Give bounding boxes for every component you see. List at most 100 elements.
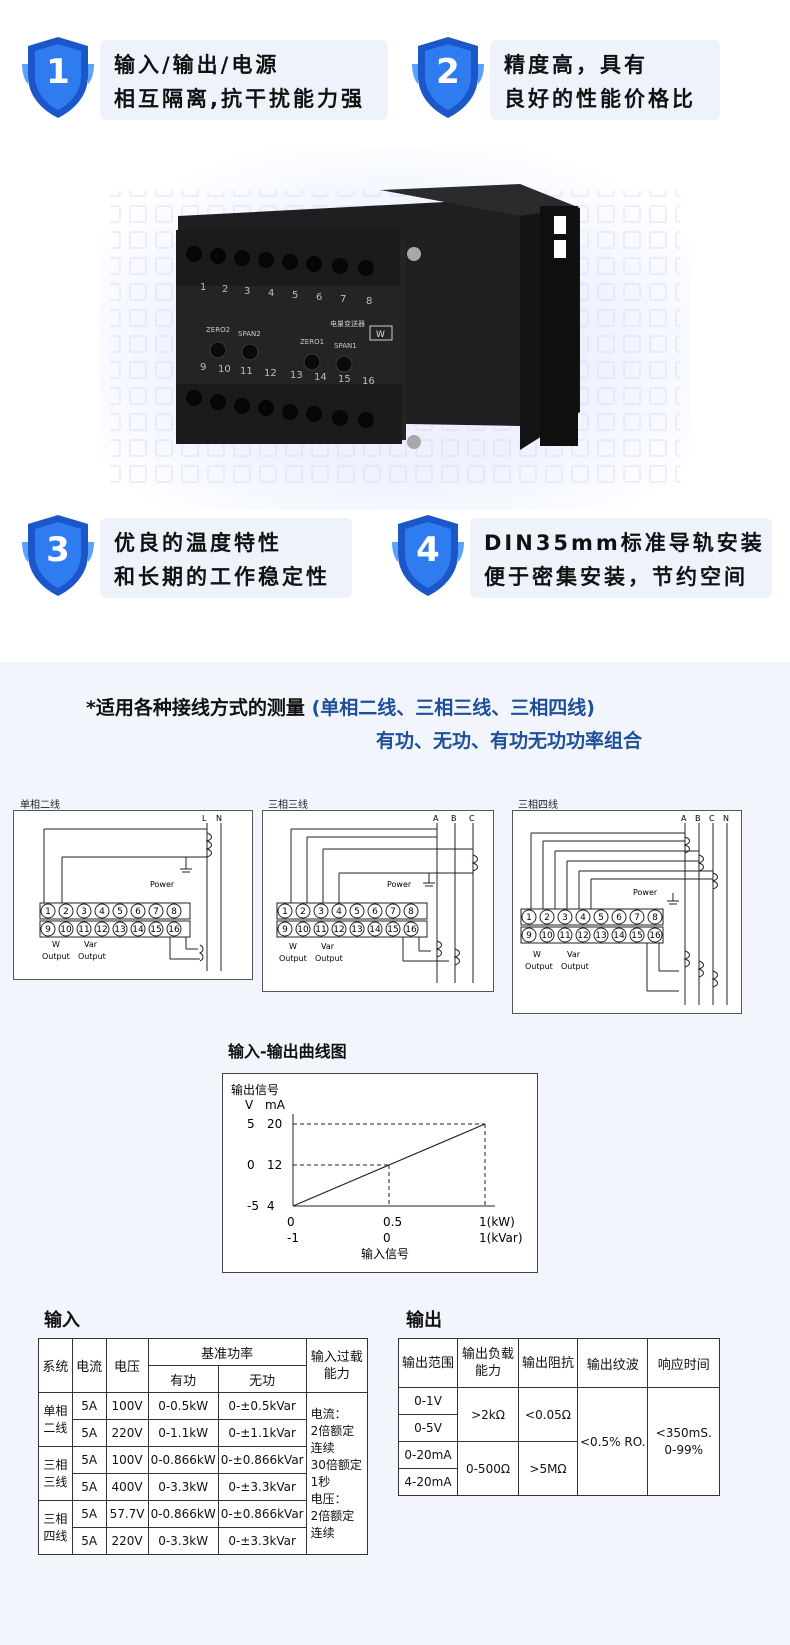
header-reactive: 无功 (217, 1365, 307, 1393)
x-tick-kvar: -1 (287, 1231, 299, 1245)
feature-number: 1 (46, 52, 70, 92)
overload-cell: 电流： 2倍额定连续 30倍额定1秒 电压： 2倍额定连续 (305, 1392, 369, 1555)
terminal-number: 16 (168, 925, 180, 935)
terminal-circle (166, 921, 182, 937)
reactive-cell: 0-±0.5kVar (217, 1392, 307, 1420)
feature-line1: DIN35mm标准导轨安装 (484, 531, 765, 555)
w-label: W (52, 940, 60, 949)
current-cell: 5A (71, 1473, 107, 1501)
feature-2: 2 精度高，具有 良好的性能价格比 (408, 34, 738, 120)
terminal-number: 15 (387, 925, 398, 935)
load-cell: 0-500Ω (457, 1441, 519, 1496)
terminal-number: 3 (318, 907, 324, 917)
feature-line2: 良好的性能价格比 (504, 87, 696, 111)
svg-text:ZERO1: ZERO1 (300, 338, 324, 346)
terminal-circle (629, 927, 645, 943)
terminal-number: 16 (405, 925, 417, 935)
terminal-number: 13 (595, 931, 606, 941)
terminal-number: 2 (300, 907, 306, 917)
phase-label: L (202, 814, 207, 823)
output-label: Output (42, 952, 70, 961)
terminal-number: 11 (559, 931, 570, 941)
system-cell: 三相三线 (38, 1446, 73, 1501)
svg-text:ZERO2: ZERO2 (206, 326, 230, 334)
feature-text: 优良的温度特性 和长期的工作稳定性 (100, 518, 352, 598)
terminal-number: 2 (63, 907, 69, 917)
shield-icon: 3 (18, 512, 98, 602)
terminal-circle (557, 927, 573, 943)
impedance-cell: <0.05Ω (518, 1387, 578, 1442)
svg-text:1: 1 (200, 282, 206, 293)
var-label: Var (321, 942, 335, 951)
terminal-number: 4 (99, 907, 105, 917)
terminal-number: 12 (96, 925, 107, 935)
x-tick-kvar: 0 (383, 1231, 391, 1245)
overload-line: 2倍额定连续 (310, 1508, 355, 1540)
output-label: Output (315, 954, 343, 963)
svg-text:2: 2 (222, 284, 228, 295)
svg-text:7: 7 (340, 294, 346, 305)
x-tick-kvar: 1(kVar) (479, 1231, 523, 1245)
output-label: Output (279, 954, 307, 963)
svg-text:SPAN2: SPAN2 (238, 330, 261, 338)
current-cell: 5A (71, 1419, 107, 1447)
feature-line1: 输入/输出/电源 (114, 53, 280, 77)
feature-line1: 精度高，具有 (504, 53, 648, 77)
range-cell: 4-20mA (398, 1468, 458, 1496)
terminal-number: 12 (333, 925, 344, 935)
terminal-circle (76, 903, 92, 919)
load-cell: >2kΩ (457, 1387, 519, 1442)
terminal-circle (331, 921, 347, 937)
terminal-circle (521, 909, 537, 925)
input-table: 系统 电流 电压 基准功率 输入过载能力 有功 无功 单相二线 5A 100V … (38, 1338, 369, 1555)
terminal-number: 13 (351, 925, 362, 935)
terminal-number: 5 (354, 907, 360, 917)
output-label: Output (561, 962, 589, 971)
terminal-circle (593, 909, 609, 925)
terminal-circle (130, 903, 146, 919)
feature-3: 3 优良的温度特性 和长期的工作稳定性 (18, 512, 358, 598)
terminal-circle (58, 921, 74, 937)
svg-text:4: 4 (268, 288, 274, 299)
terminal-number: 10 (60, 925, 72, 935)
reactive-cell: 0-±3.3kVar (217, 1527, 307, 1555)
system-cell: 单相二线 (38, 1392, 73, 1447)
terminal-number: 10 (297, 925, 309, 935)
terminal-circle (331, 903, 347, 919)
phase-label: N (723, 814, 729, 823)
header-current: 电流 (71, 1338, 107, 1393)
svg-text:14: 14 (314, 372, 327, 383)
terminal-number: 5 (598, 913, 604, 923)
output-table: 输出范围 输出负载能力 输出阻抗 输出纹波 响应时间 0-1V >2kΩ <0.… (398, 1338, 720, 1496)
wiring-title-1: 单相二线 (20, 800, 60, 811)
shield-icon: 2 (408, 34, 488, 124)
terminal-number: 13 (114, 925, 125, 935)
feature-line2: 便于密集安装，节约空间 (484, 565, 748, 589)
svg-text:9: 9 (200, 362, 206, 373)
terminal-number: 4 (336, 907, 342, 917)
terminal-circle (367, 921, 383, 937)
response-cell: <350mS. 0-99% (647, 1387, 720, 1496)
feature-number: 2 (436, 52, 460, 92)
terminal-circle (148, 903, 164, 919)
current-cell: 5A (71, 1500, 107, 1528)
terminal-number: 11 (78, 925, 89, 935)
terminal-circle (629, 909, 645, 925)
shield-icon: 1 (18, 34, 98, 124)
header-impedance: 输出阻抗 (518, 1338, 578, 1388)
terminal-number: 11 (315, 925, 326, 935)
terminal-number: 4 (580, 913, 586, 923)
terminal-circle (58, 903, 74, 919)
terminal-number: 9 (282, 925, 288, 935)
x-axis-title: 输入信号 (361, 1246, 409, 1261)
terminal-number: 6 (372, 907, 378, 917)
x-tick-kw: 0.5 (383, 1215, 402, 1229)
output-label: Output (78, 952, 106, 961)
active-cell: 0-0.866kW (147, 1446, 219, 1474)
range-cell: 0-5V (398, 1414, 458, 1442)
terminal-number: 10 (541, 931, 553, 941)
voltage-cell: 400V (105, 1473, 149, 1501)
